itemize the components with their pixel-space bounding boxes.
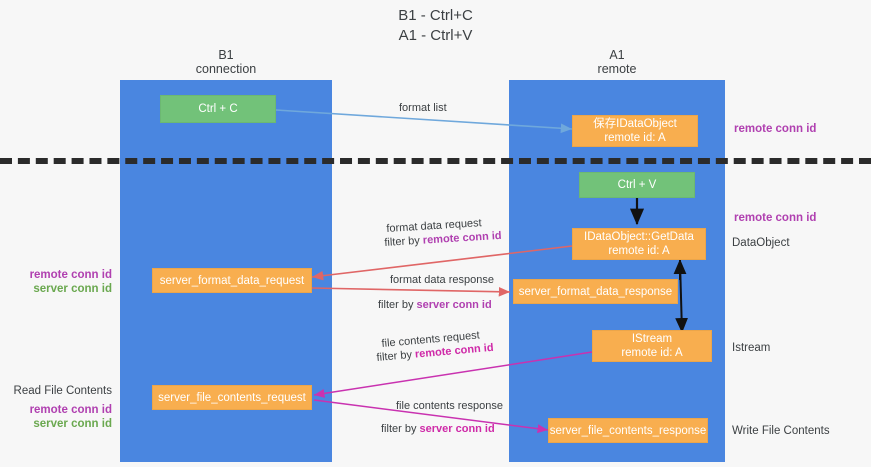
lane-header-a1-name: A1 (609, 48, 625, 62)
title-line-2: A1 - Ctrl+V (398, 27, 473, 44)
node-ctrl-c-label: Ctrl + C (198, 103, 238, 115)
node-server-format-data-response-label: server_format_data_response (518, 285, 673, 298)
node-server-file-contents-request-label: server_file_contents_request (158, 391, 306, 404)
annotation-left-server-conn-id-bottom: server conn id (33, 418, 112, 430)
page-title: B1 - Ctrl+C A1 - Ctrl+V (0, 6, 871, 46)
node-ctrl-v-label: Ctrl + V (617, 179, 657, 191)
filter-prefix: filter by (376, 348, 416, 364)
node-idataobject-line2: remote id: A (604, 132, 666, 144)
lane-header-a1-sub: remote (597, 62, 637, 76)
filter-key-server-conn-id: server conn id (419, 423, 495, 435)
edge-label-file-contents-response-filter: filter by server conn id (381, 422, 495, 436)
node-ctrl-c[interactable]: Ctrl + C (160, 95, 276, 123)
edge-label-format-list: format list (399, 102, 447, 114)
annotation-write-file-contents: Write File Contents (732, 425, 830, 437)
node-istream-line2: remote id: A (621, 347, 683, 359)
lane-header-b1-name: B1 (218, 48, 234, 62)
node-idataobject[interactable]: 保存IDataObject remote id: A (572, 115, 698, 147)
filter-key-remote-conn-id: remote conn id (422, 229, 502, 247)
filter-prefix: filter by (378, 299, 417, 311)
filter-prefix: filter by (384, 234, 424, 249)
filter-prefix: filter by (381, 423, 420, 435)
node-server-format-data-response[interactable]: server_format_data_response (513, 279, 678, 304)
node-server-format-data-request-label: server_format_data_request (159, 274, 305, 287)
lane-header-b1: B1 connection (120, 48, 332, 76)
node-idataobject-line1: 保存IDataObject (593, 118, 677, 130)
node-server-file-contents-request[interactable]: server_file_contents_request (152, 385, 312, 410)
node-ctrl-v[interactable]: Ctrl + V (579, 172, 695, 198)
node-getdata-line2: remote id: A (608, 245, 670, 257)
annotation-left-remote-conn-id-bottom: remote conn id (29, 404, 112, 416)
node-server-file-contents-response[interactable]: server_file_contents_response (548, 418, 708, 443)
section-divider (0, 158, 871, 164)
annotation-read-file-contents: Read File Contents (13, 385, 112, 397)
annotation-left-server-conn-id-mid: server conn id (33, 283, 112, 295)
edge-label-format-data-response-filter: filter by server conn id (378, 298, 492, 312)
annotation-remote-conn-id-mid: remote conn id (734, 212, 817, 224)
title-line-1: B1 - Ctrl+C (398, 7, 473, 24)
edge-label-file-contents-response: file contents response (396, 400, 504, 412)
node-istream[interactable]: IStream remote id: A (592, 330, 712, 362)
lane-header-a1: A1 remote (509, 48, 725, 76)
lane-header-b1-sub: connection (195, 62, 257, 76)
node-idataobject-getdata[interactable]: IDataObject::GetData remote id: A (572, 228, 706, 260)
node-server-format-data-request[interactable]: server_format_data_request (152, 268, 312, 293)
annotation-left-remote-conn-id-mid: remote conn id (29, 269, 112, 281)
annotation-istream: Istream (732, 342, 771, 354)
filter-key-server-conn-id: server conn id (416, 299, 492, 311)
annotation-remote-conn-id-top: remote conn id (734, 123, 817, 135)
node-getdata-line1: IDataObject::GetData (584, 231, 694, 243)
edge-label-format-data-response: format data response (390, 274, 494, 286)
annotation-dataobject: DataObject (732, 237, 790, 249)
node-server-file-contents-response-label: server_file_contents_response (549, 424, 707, 437)
node-istream-line1: IStream (631, 333, 673, 345)
